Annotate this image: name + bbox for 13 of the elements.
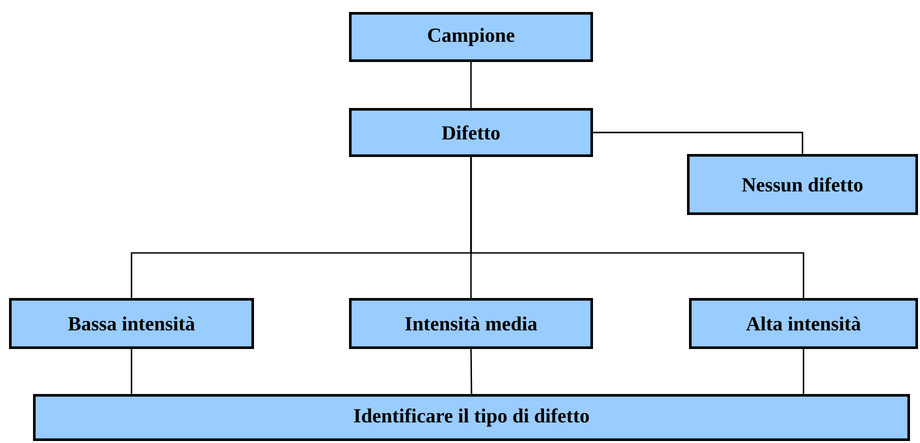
- connector-line: [130, 348, 132, 394]
- process-box: Intensità media: [349, 298, 593, 349]
- process-box: Nessun difetto: [687, 154, 918, 215]
- process-box: Bassa intensità: [9, 298, 254, 349]
- connector-line: [470, 157, 804, 298]
- process-box: Identificare il tipo di difetto: [33, 394, 910, 441]
- connector-line: [593, 132, 804, 154]
- process-box: Difetto: [349, 108, 593, 157]
- connector-line: [802, 348, 804, 394]
- process-box: Alta intensità: [689, 298, 918, 349]
- connector-line: [470, 62, 472, 108]
- process-box: Campione: [349, 12, 593, 62]
- connector-line: [470, 348, 472, 394]
